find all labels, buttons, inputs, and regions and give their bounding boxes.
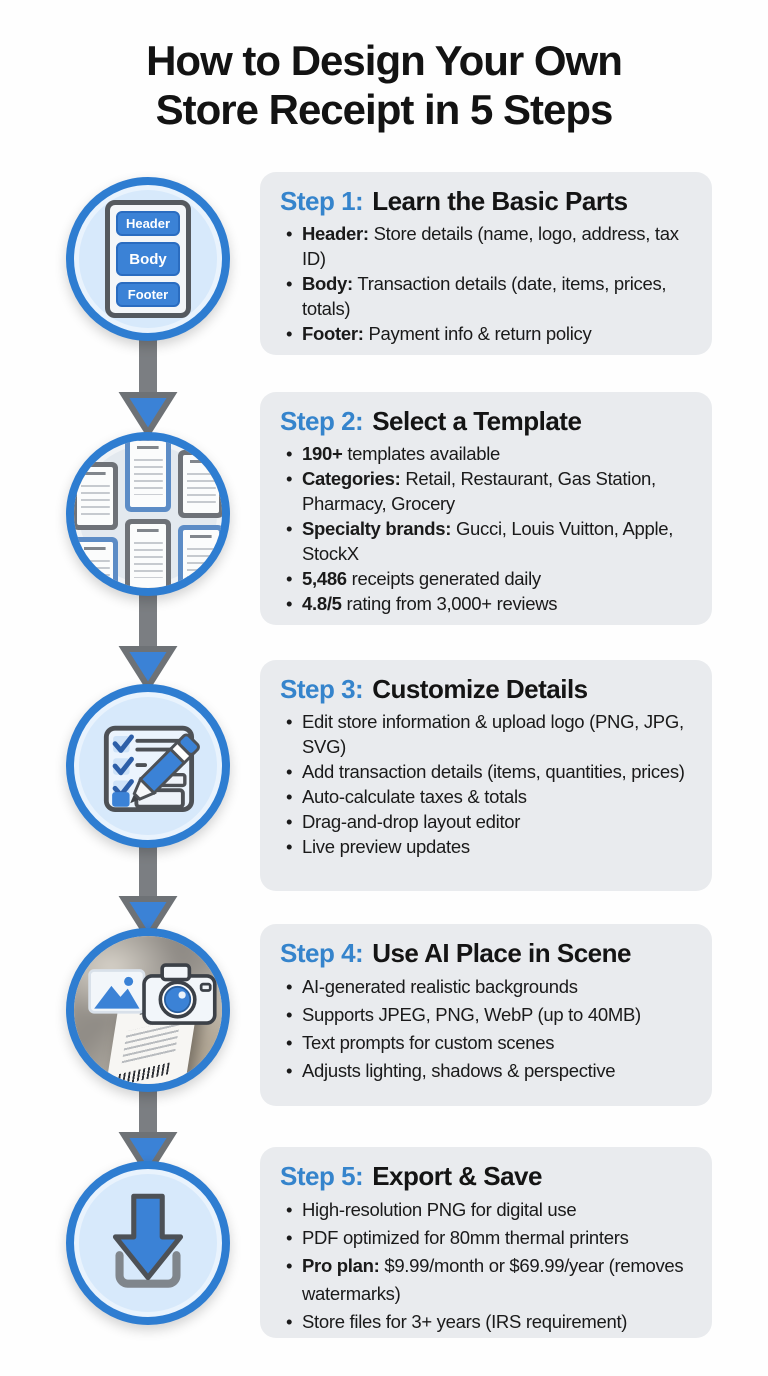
bullet-item: 190+ templates available <box>286 441 700 466</box>
download-arrow-svg <box>112 1193 184 1288</box>
ai-scene <box>74 936 222 1084</box>
bullet-item: AI-generated realistic backgrounds <box>286 973 700 1001</box>
bullet-item: Specialty brands: Gucci, Louis Vuitton, … <box>286 516 700 566</box>
step-2-label: Step 2: <box>280 406 364 436</box>
bullet-item: Footer: Payment info & return policy <box>286 321 700 346</box>
step-1-label: Step 1: <box>280 186 364 216</box>
step-1-heading-text: Learn the Basic Parts <box>372 186 628 216</box>
download-icon <box>66 1161 230 1325</box>
bullet-item: Live preview updates <box>286 834 700 859</box>
step-4-label: Step 4: <box>280 938 364 968</box>
receipt-header-label: Header <box>116 211 180 236</box>
step-3-bullets: Edit store information & upload logo (PN… <box>280 709 700 859</box>
step-4-card: Step 4: Use AI Place in Scene AI-generate… <box>260 924 712 1106</box>
bullet-item: Store files for 3+ years (IRS requiremen… <box>286 1308 700 1336</box>
step-5-bullets: High-resolution PNG for digital usePDF o… <box>280 1196 700 1336</box>
bullet-item: Edit store information & upload logo (PN… <box>286 709 700 759</box>
template-grid <box>74 440 222 588</box>
step-4-heading-text: Use AI Place in Scene <box>372 938 631 968</box>
receipt-template-thumbnail <box>74 537 118 588</box>
bullet-item: PDF optimized for 80mm thermal printers <box>286 1224 700 1252</box>
bullet-item: Text prompts for custom scenes <box>286 1029 700 1057</box>
receipt-template-thumbnail <box>74 462 118 530</box>
step-4-heading: Step 4: Use AI Place in Scene <box>280 936 700 970</box>
checklist-pencil-svg <box>103 725 200 813</box>
step-3-heading-text: Customize Details <box>372 674 588 704</box>
flow-arrow-icon <box>118 592 178 692</box>
step-4-bullets: AI-generated realistic backgroundsSuppor… <box>280 973 700 1085</box>
page-title-line1: How to Design Your Own <box>146 37 623 84</box>
step-1-heading: Step 1: Learn the Basic Parts <box>280 184 700 218</box>
bullet-item: High-resolution PNG for digital use <box>286 1196 700 1224</box>
bullet-item: Supports JPEG, PNG, WebP (up to 40MB) <box>286 1001 700 1029</box>
page-title-line2: Store Receipt in 5 Steps <box>155 86 614 133</box>
bullet-item: Categories: Retail, Restaurant, Gas Stat… <box>286 466 700 516</box>
receipt-template-thumbnail <box>178 525 222 588</box>
step-5-label: Step 5: <box>280 1161 364 1191</box>
step-5-card: Step 5: Export & Save High-resolution PNG… <box>260 1147 712 1338</box>
receipt-template-thumbnail <box>178 450 222 518</box>
page-title: How to Design Your Own Store Receipt in … <box>0 36 768 134</box>
step-3-card: Step 3: Customize Details Edit store info… <box>260 660 712 891</box>
receipt-structure-icon: Header Body Footer <box>66 177 230 341</box>
bullet-item: Drag-and-drop layout editor <box>286 809 700 834</box>
bullet-item: Auto-calculate taxes & totals <box>286 784 700 809</box>
ai-scene-photo-icon <box>66 928 230 1092</box>
step-2-bullets: 190+ templates availableCategories: Reta… <box>280 441 700 616</box>
receipt-template-thumbnail <box>125 519 171 588</box>
step-5-heading: Step 5: Export & Save <box>280 1159 700 1193</box>
receipt-body-label: Body <box>116 242 180 276</box>
step-2-heading-text: Select a Template <box>372 406 582 436</box>
template-gallery-icon <box>66 432 230 596</box>
flow-arrow-icon <box>118 338 178 438</box>
receipt-footer-label: Footer <box>116 282 180 307</box>
bullet-item: Header: Store details (name, logo, addre… <box>286 221 700 271</box>
step-2-card: Step 2: Select a Template 190+ templates … <box>260 392 712 625</box>
step-1-card: Step 1: Learn the Basic Parts Header: Sto… <box>260 172 712 355</box>
step-5-heading-text: Export & Save <box>372 1161 542 1191</box>
receipt-outline: Header Body Footer <box>105 200 191 318</box>
bullet-item: 4.8/5 rating from 3,000+ reviews <box>286 591 700 616</box>
bullet-item: Add transaction details (items, quantiti… <box>286 759 700 784</box>
bullet-item: Pro plan: $9.99/month or $69.99/year (re… <box>286 1252 700 1308</box>
checklist-pencil-icon <box>66 684 230 848</box>
bullet-item: 5,486 receipts generated daily <box>286 566 700 591</box>
step-1-bullets: Header: Store details (name, logo, addre… <box>280 221 700 346</box>
step-3-heading: Step 3: Customize Details <box>280 672 700 706</box>
flow-arrow-icon <box>118 842 178 942</box>
bullet-item: Body: Transaction details (date, items, … <box>286 271 700 321</box>
flow-arrow-icon <box>118 1078 178 1178</box>
bullet-item: Adjusts lighting, shadows & perspective <box>286 1057 700 1085</box>
step-3-label: Step 3: <box>280 674 364 704</box>
photo-and-camera-icon <box>88 963 217 1025</box>
receipt-template-thumbnail <box>125 440 171 512</box>
step-2-heading: Step 2: Select a Template <box>280 404 700 438</box>
